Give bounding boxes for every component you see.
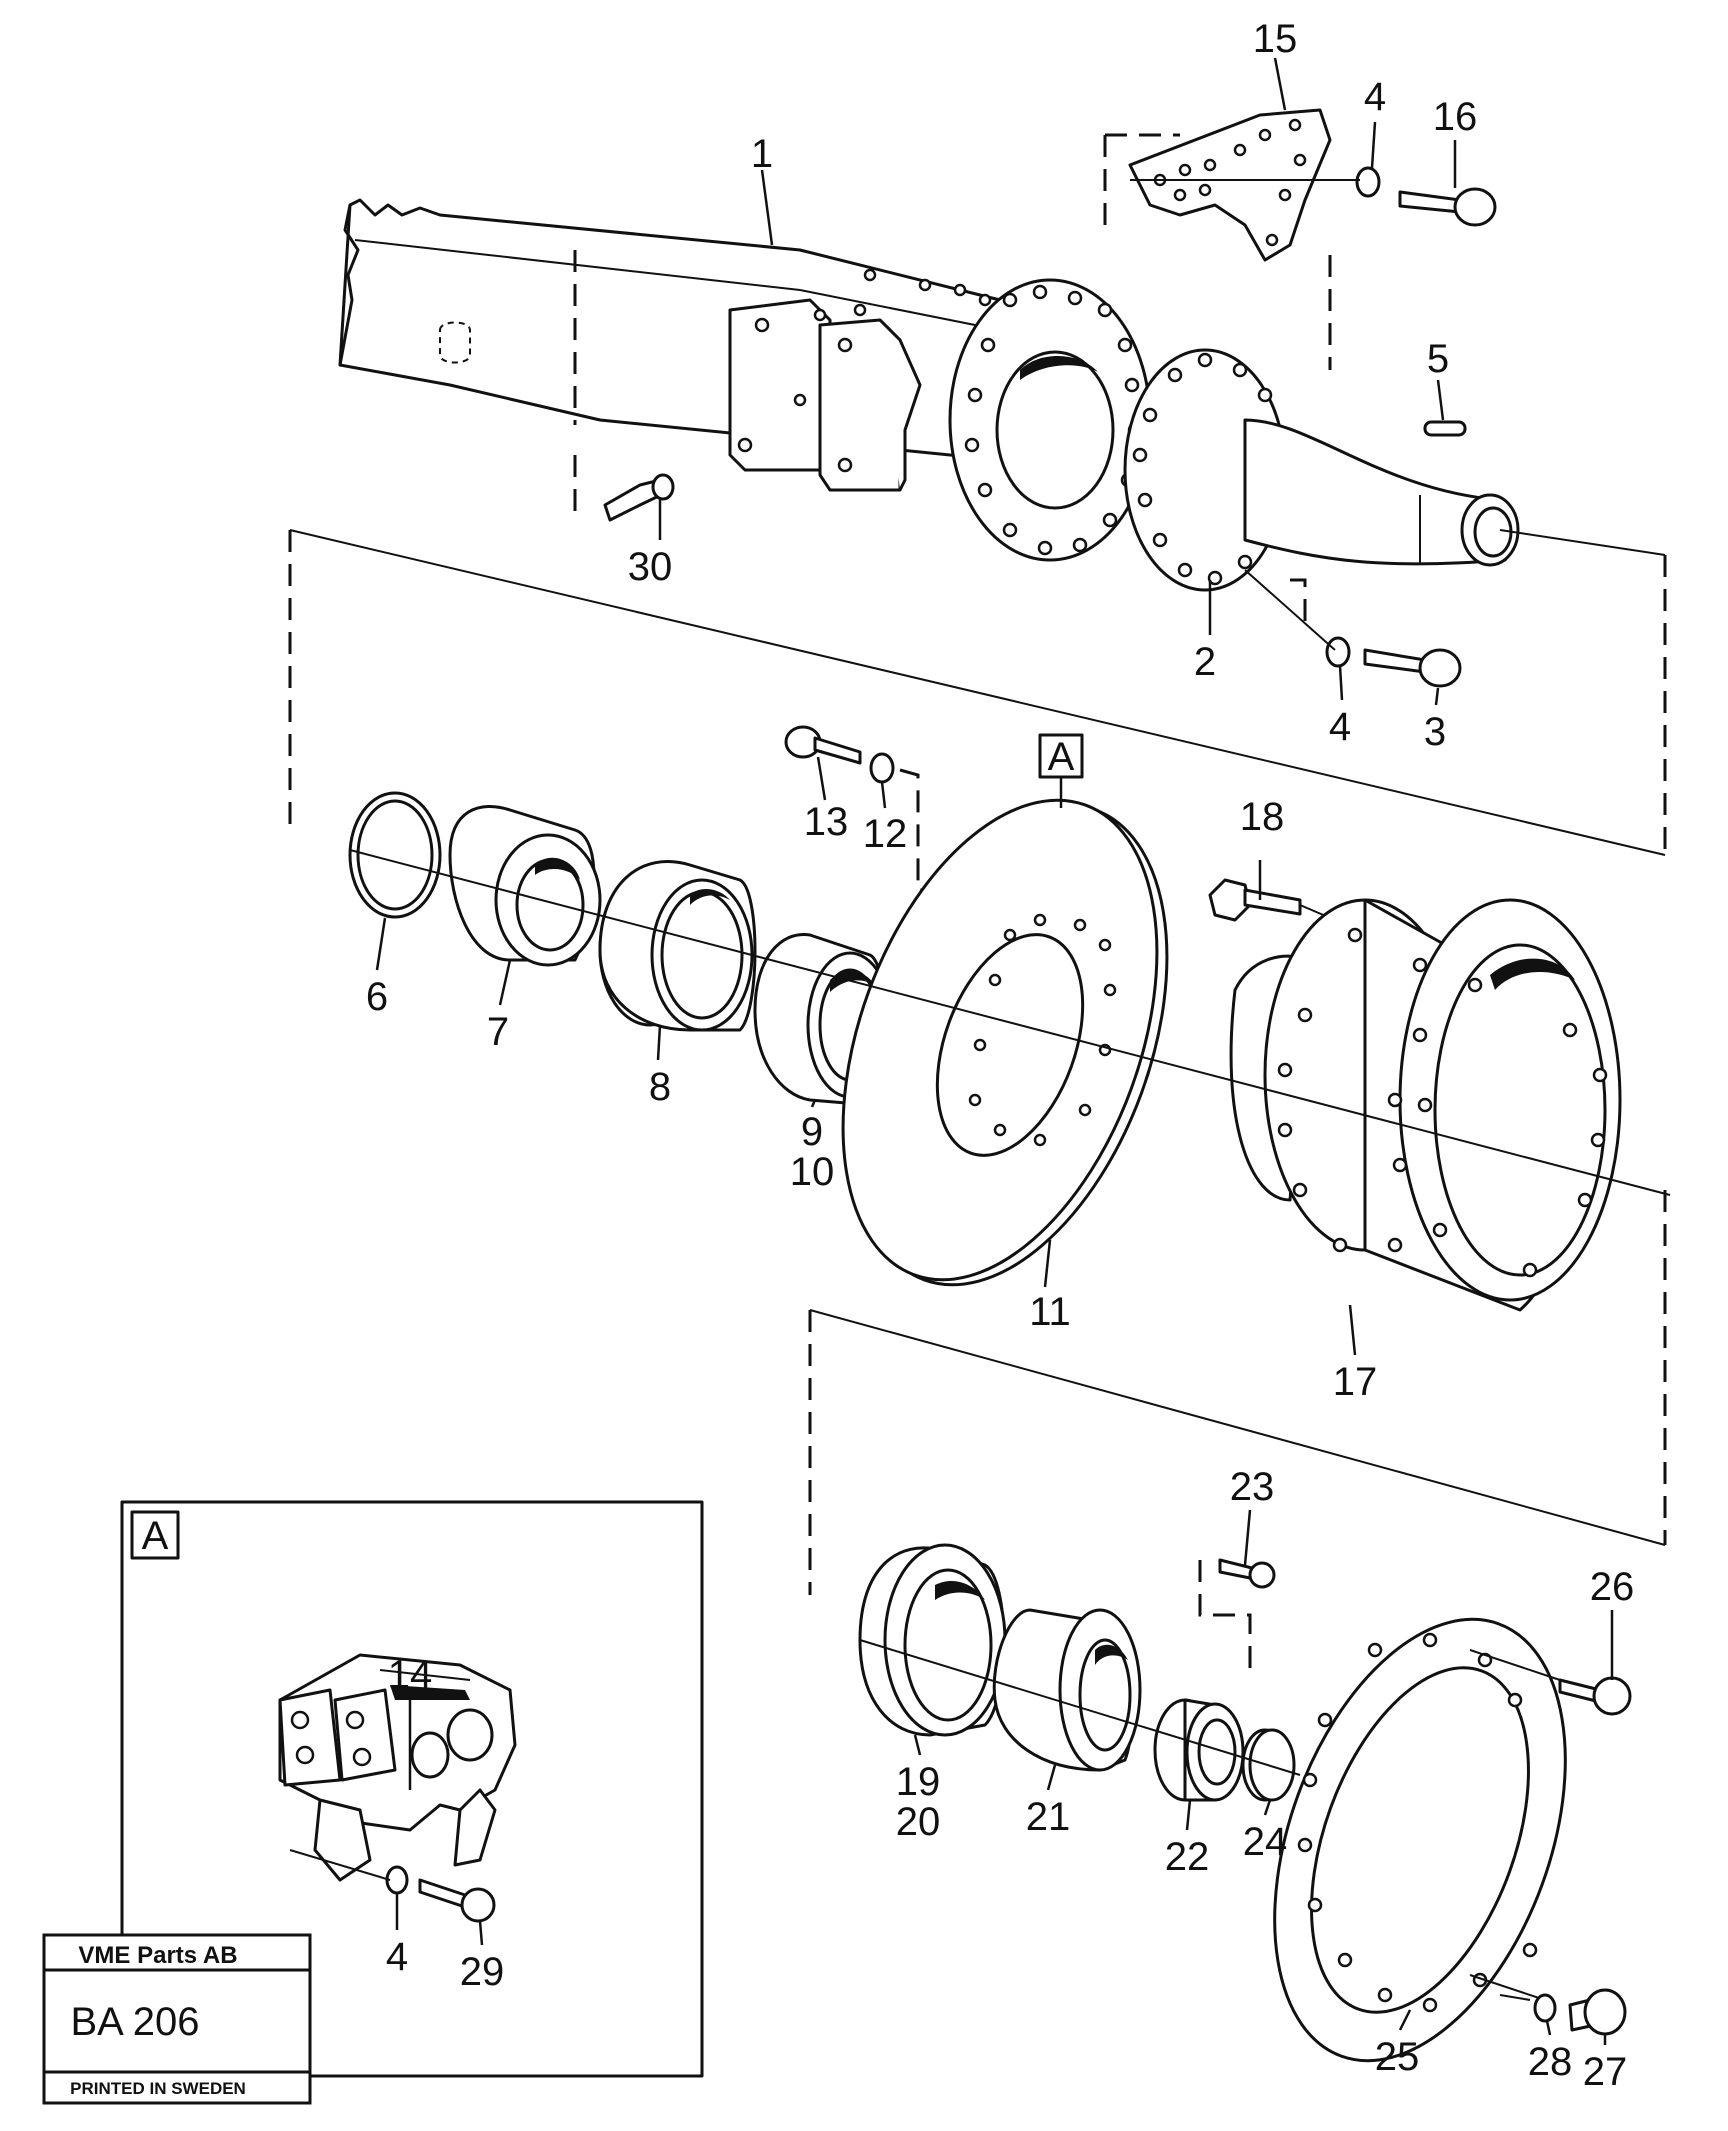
part-number-18: 18 bbox=[1240, 795, 1285, 839]
part-number-8: 8 bbox=[649, 1065, 671, 1109]
title-block-printed: PRINTED IN SWEDEN bbox=[70, 2079, 246, 2098]
part-number-13: 13 bbox=[804, 800, 849, 844]
part-number-1: 1 bbox=[751, 132, 773, 176]
part-number-10: 10 bbox=[790, 1150, 835, 1194]
part-number-15: 15 bbox=[1253, 17, 1298, 61]
part-number-2: 2 bbox=[1194, 640, 1216, 684]
part-number-4: 4 bbox=[1364, 75, 1386, 119]
drain-plug bbox=[1568, 1988, 1627, 2036]
detail-a-panel: A bbox=[120, 1500, 704, 2078]
part-number-26: 26 bbox=[1590, 1565, 1635, 1609]
part-number-29: 29 bbox=[460, 1950, 505, 1994]
washer bbox=[869, 752, 895, 784]
bearing bbox=[448, 805, 602, 967]
title-block-code: BA 206 bbox=[70, 2000, 199, 2044]
part-number-9: 9 bbox=[801, 1110, 823, 1154]
detail-reference-marker: A bbox=[1038, 733, 1084, 808]
key bbox=[1423, 420, 1467, 437]
part-number-28: 28 bbox=[1528, 2040, 1573, 2084]
part-number-24: 24 bbox=[1243, 1820, 1288, 1864]
part-number-19: 19 bbox=[896, 1760, 941, 1804]
part-number-21: 21 bbox=[1026, 1795, 1071, 1839]
title-block-company: VME Parts AB bbox=[78, 1942, 237, 1969]
part-number-6: 6 bbox=[366, 975, 388, 1019]
bolt bbox=[1363, 648, 1462, 688]
o-ring bbox=[348, 791, 442, 919]
washer bbox=[1533, 1993, 1557, 2023]
part-number-16: 16 bbox=[1433, 95, 1478, 139]
part-number-20: 20 bbox=[896, 1800, 941, 1844]
part-number-12: 12 bbox=[863, 812, 908, 856]
part-number-17: 17 bbox=[1333, 1360, 1378, 1404]
part-number-4: 4 bbox=[386, 1935, 408, 1979]
part-number-4: 4 bbox=[1329, 705, 1351, 749]
part-number-7: 7 bbox=[487, 1010, 509, 1054]
part-number-14: 14 bbox=[388, 1653, 433, 1697]
seal-sleeve bbox=[992, 1608, 1142, 1772]
wheel-hub bbox=[1229, 898, 1622, 1312]
detail-marker-label: A bbox=[1048, 735, 1075, 779]
bolt bbox=[1558, 1676, 1632, 1716]
part-number-30: 30 bbox=[628, 545, 673, 589]
bolt bbox=[418, 1878, 496, 1923]
lock-nut bbox=[1153, 1698, 1245, 1802]
axle-beam bbox=[338, 198, 1152, 562]
axle-spindle bbox=[1123, 348, 1520, 592]
title-block: VME Parts AB BA 206 PRINTED IN SWEDEN bbox=[42, 1933, 312, 2105]
brake-caliper bbox=[278, 1653, 517, 1882]
bolt bbox=[784, 725, 862, 765]
part-number-23: 23 bbox=[1230, 1465, 1275, 1509]
breather-valve bbox=[603, 473, 675, 522]
brake-disc bbox=[841, 798, 1169, 1287]
part-number-5: 5 bbox=[1427, 337, 1449, 381]
screw bbox=[1218, 1558, 1276, 1589]
bolt bbox=[1398, 187, 1497, 227]
part-number-3: 3 bbox=[1424, 710, 1446, 754]
bearing-race bbox=[598, 860, 757, 1032]
washer bbox=[1355, 166, 1381, 198]
detail-box-label: A bbox=[142, 1514, 169, 1558]
part-number-27: 27 bbox=[1583, 2050, 1628, 2094]
bolt bbox=[1208, 878, 1302, 922]
part-number-25: 25 bbox=[1375, 2035, 1420, 2079]
caliper-bracket bbox=[1128, 108, 1332, 262]
washer bbox=[1325, 636, 1351, 668]
part-number-22: 22 bbox=[1165, 1835, 1210, 1879]
bearing bbox=[858, 1543, 1007, 1737]
part-number-11: 11 bbox=[1029, 1290, 1071, 1334]
